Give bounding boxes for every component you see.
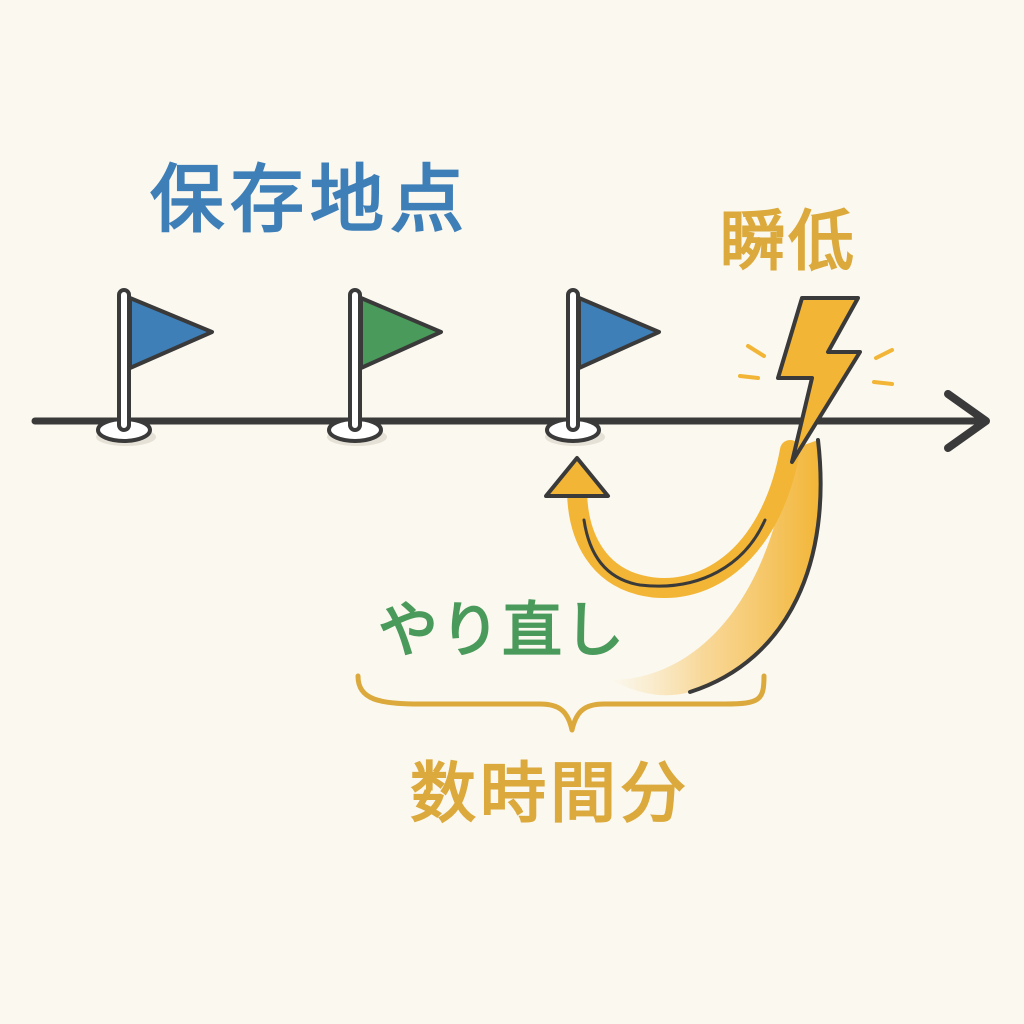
redo-label: やり直し (378, 596, 626, 666)
flag-icon (545, 288, 661, 446)
flag-icon (96, 288, 214, 446)
checkpoint-title: 保存地点 (150, 157, 470, 243)
outage-label: 瞬低 (720, 203, 856, 280)
timeline-arrow-icon (31, 390, 990, 452)
return-arrow-icon (544, 438, 823, 696)
flag-icon (327, 288, 443, 446)
lost-time-label: 数時間分 (410, 755, 690, 832)
curly-brace (355, 673, 767, 733)
lightning-bolt-icon (738, 296, 894, 464)
